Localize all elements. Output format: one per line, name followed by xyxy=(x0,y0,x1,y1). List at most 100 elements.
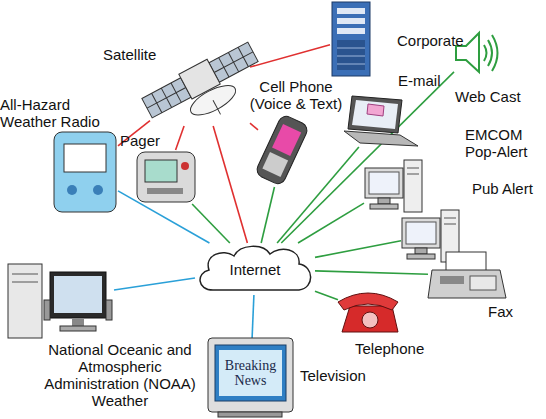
device-label: Internet xyxy=(195,261,315,278)
speaker-icon xyxy=(484,45,487,61)
telephone-node: Telephone xyxy=(338,288,398,334)
computer-illustration xyxy=(415,248,427,254)
pager-illustration xyxy=(147,188,183,194)
device-label: Corporate xyxy=(397,32,497,49)
screen-text: Breaking News xyxy=(219,358,282,388)
computer-illustration xyxy=(407,168,419,169)
computer-illustration xyxy=(44,300,50,320)
cell-phone-illustration xyxy=(254,114,309,186)
telephone-illustration xyxy=(342,306,398,332)
device-label: Cell Phone (Voice & Text) xyxy=(240,78,352,112)
fax-illustration xyxy=(446,252,486,272)
noaa-node: National Oceanic and Atmospheric Adminis… xyxy=(6,262,114,334)
network-link xyxy=(252,295,254,338)
satellite-illustration xyxy=(214,52,253,73)
computer-illustration xyxy=(407,174,419,175)
pager-node: Pager xyxy=(136,150,196,204)
network-link xyxy=(315,291,338,300)
network-link xyxy=(315,271,428,274)
fax-illustration xyxy=(470,276,496,290)
pager-illustration xyxy=(137,152,195,202)
emcom-node: EMCOM Pop-Alert xyxy=(364,158,424,212)
device-label: Web Cast xyxy=(455,88,545,105)
pager-illustration xyxy=(181,162,189,170)
internet-cloud: Internet xyxy=(195,243,315,295)
laptop-illustration xyxy=(344,96,418,146)
device-label: All-Hazard Weather Radio xyxy=(0,96,112,130)
device-label: Pager xyxy=(120,132,180,149)
weather-radio-illustration xyxy=(54,132,116,212)
server-illustration xyxy=(337,40,365,70)
laptop-illustration xyxy=(352,100,398,129)
computer-illustration xyxy=(54,276,102,313)
telephone-illustration xyxy=(338,293,398,310)
cell-phone-illustration xyxy=(262,152,288,177)
pub-alert-node: Pub Alert xyxy=(401,208,461,262)
computer-illustration xyxy=(72,318,84,326)
fax-illustration xyxy=(428,252,506,298)
network-link xyxy=(250,123,258,130)
computer-illustration xyxy=(404,160,422,212)
television-illustration xyxy=(215,345,286,401)
webcast-node: Web Cast xyxy=(454,30,494,74)
device-label: Pub Alert xyxy=(472,180,546,197)
telephone-illustration xyxy=(338,293,398,332)
server-illustration xyxy=(337,48,365,49)
computer-illustration xyxy=(444,224,456,225)
server-illustration xyxy=(332,2,370,76)
computer-illustration xyxy=(60,326,96,331)
computer-illustration xyxy=(8,264,112,338)
server-illustration xyxy=(337,8,365,14)
server-illustration xyxy=(337,56,365,57)
server-illustration xyxy=(337,18,365,24)
cell-phone-node: Cell Phone (Voice & Text) xyxy=(258,115,308,187)
computer-illustration xyxy=(378,198,390,204)
laptop-illustration xyxy=(344,131,418,146)
cell-phone-illustration xyxy=(272,124,301,156)
computer-illustration xyxy=(12,282,38,283)
fax-node: Fax xyxy=(428,252,506,299)
satellite-illustration xyxy=(147,88,186,109)
computer-illustration xyxy=(406,222,436,244)
device-label: EMCOM Pop-Alert xyxy=(465,126,543,160)
network-link xyxy=(192,204,230,243)
laptop-illustration xyxy=(348,96,402,133)
satellite-illustration xyxy=(213,100,221,114)
server-illustration xyxy=(337,28,365,34)
network-link xyxy=(261,187,274,243)
network-link xyxy=(298,203,364,243)
computer-illustration xyxy=(50,272,106,318)
network-link xyxy=(213,126,247,243)
laptop-illustration xyxy=(367,104,384,116)
device-label: E-mail xyxy=(398,72,468,89)
television-illustration xyxy=(219,350,282,396)
speaker-icon xyxy=(488,40,492,66)
television-illustration xyxy=(208,338,293,412)
weather-radio-illustration xyxy=(64,144,106,172)
television-node: TelevisionBreaking News xyxy=(208,338,293,414)
computer-illustration xyxy=(8,264,42,338)
computer-illustration xyxy=(402,218,440,248)
server-node: Corporate xyxy=(330,0,372,78)
pager-illustration xyxy=(137,152,195,202)
satellite-illustration xyxy=(140,39,272,144)
computer-illustration xyxy=(365,160,422,212)
network-link xyxy=(250,45,330,67)
email-node: E-mail xyxy=(344,95,418,147)
network-link xyxy=(114,278,195,290)
weather-radio-illustration xyxy=(54,132,116,212)
device-label: Fax xyxy=(488,303,538,320)
satellite-illustration xyxy=(186,80,240,121)
telephone-illustration xyxy=(362,312,378,328)
computer-illustration xyxy=(370,204,398,209)
computer-illustration xyxy=(365,168,403,198)
weather-radio-illustration xyxy=(67,185,77,195)
television-illustration xyxy=(218,412,282,417)
weather-radio-node: All-Hazard Weather Radio xyxy=(52,130,118,214)
speaker-icon xyxy=(492,35,498,71)
computer-illustration xyxy=(106,300,112,320)
network-link xyxy=(176,126,185,150)
weather-radio-illustration xyxy=(93,185,103,195)
cell-phone-illustration xyxy=(254,114,309,186)
